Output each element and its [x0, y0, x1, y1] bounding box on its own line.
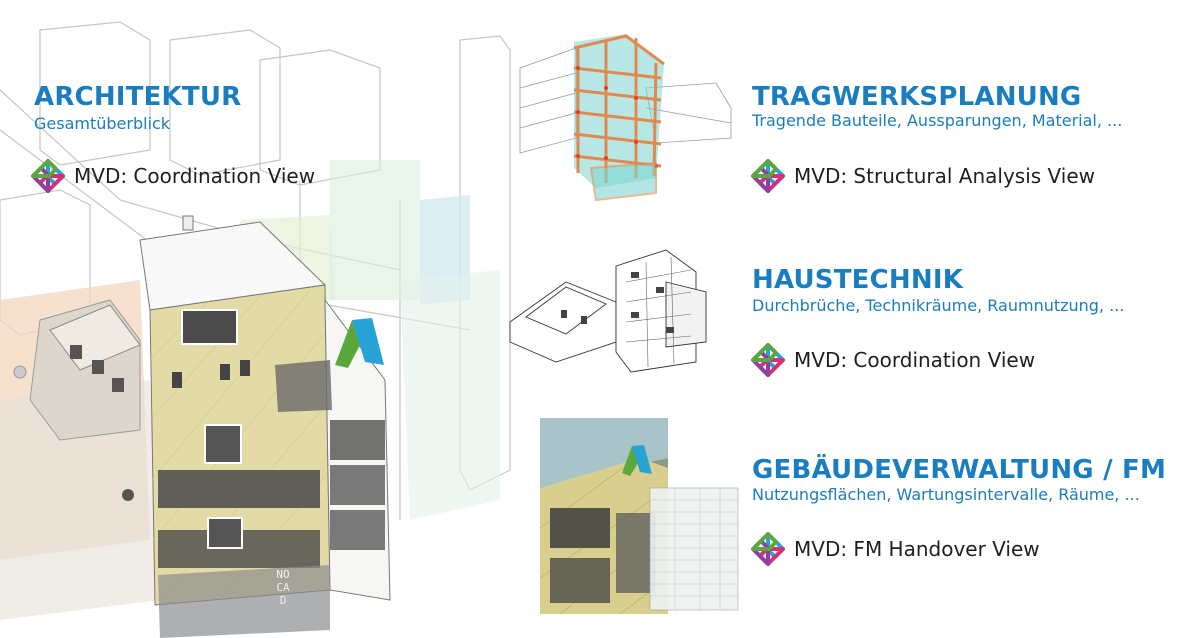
architektur-mvd: MVD: Coordination View	[30, 158, 315, 194]
architecture-building-illustration	[0, 21, 511, 638]
tragwerk-mvd-label: MVD: Structural Analysis View	[794, 164, 1095, 188]
allplan-a-icon	[335, 318, 384, 368]
haustechnik-title: HAUSTECHNIK	[752, 265, 964, 295]
fm-mvd: MVD: FM Handover View	[750, 531, 1040, 567]
tragwerk-mvd: MVD: Structural Analysis View	[750, 158, 1095, 194]
fm-subtitle: Nutzungsflächen, Wartungsintervalle, Räu…	[752, 485, 1140, 504]
architektur-subtitle: Gesamtüberblick	[34, 114, 171, 133]
fm-title: GEBÄUDEVERWALTUNG / FM	[752, 455, 1167, 485]
architektur-title: ARCHITEKTUR	[34, 82, 242, 112]
facility-management-illustration	[540, 418, 739, 614]
ifc-logo-icon	[31, 159, 65, 193]
haustechnik-mvd-label: MVD: Coordination View	[794, 348, 1036, 372]
haustechnik-mvd: MVD: Coordination View	[750, 342, 1035, 378]
structural-model-illustration	[519, 34, 732, 202]
haustechnik-subtitle: Durchbrüche, Technikräume, Raumnutzung, …	[752, 296, 1125, 315]
fm-mvd-label: MVD: FM Handover View	[794, 537, 1040, 561]
ifc-logo-icon	[751, 343, 785, 377]
tragwerk-title: TRAGWERKSPLANUNG	[752, 82, 1082, 112]
ifc-logo-icon	[751, 159, 785, 193]
ifc-logo-icon	[751, 532, 785, 566]
haustechnik-model-illustration	[509, 249, 707, 373]
tragwerk-subtitle: Tragende Bauteile, Aussparungen, Materia…	[752, 111, 1123, 130]
building-sign: NO CA D	[276, 568, 290, 607]
architektur-mvd-label: MVD: Coordination View	[74, 164, 316, 188]
